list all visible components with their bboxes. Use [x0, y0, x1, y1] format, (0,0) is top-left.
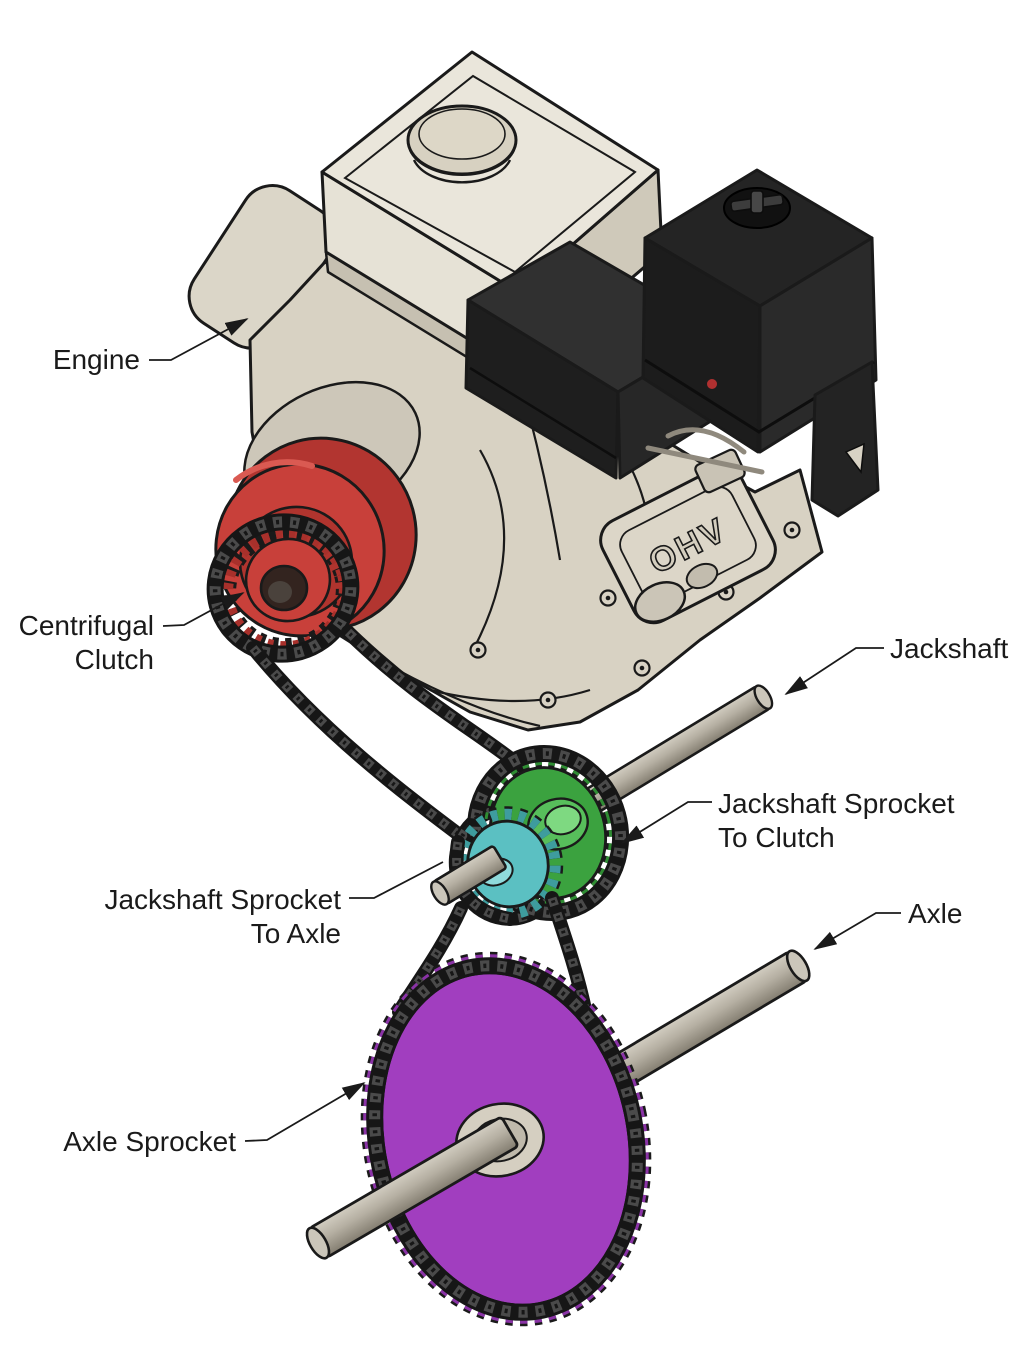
leader-axle-sprocket — [244, 1082, 366, 1142]
exhaust-stub — [633, 581, 687, 623]
label-jackshaft-sprocket-to-clutch-line1: Jackshaft Sprocket — [718, 788, 955, 819]
label-centrifugal-clutch-line2: Clutch — [75, 644, 154, 675]
leader-jackshaft-sprocket-to-axle — [349, 861, 444, 899]
leader-jackshaft-sprocket-to-clutch — [620, 801, 712, 844]
leader-engine — [149, 318, 249, 361]
air-filter-box — [641, 168, 878, 454]
annotations: Engine Centrifugal Clutch Jackshaft Jack… — [19, 318, 1008, 1157]
engine-block-bolts — [469, 521, 801, 709]
wing-nut — [723, 187, 791, 229]
label-axle-sprocket: Axle Sprocket — [63, 1126, 236, 1157]
engine-assembly: OHV — [187, 50, 880, 732]
axle-rod-lower — [305, 1116, 519, 1260]
fuel-valve-dot — [707, 379, 717, 389]
leader-centrifugal-clutch — [162, 592, 245, 627]
label-jackshaft-sprocket-to-axle-line2: To Axle — [251, 918, 341, 949]
label-axle: Axle — [908, 898, 962, 929]
mounting-bracket — [810, 360, 880, 518]
leader-jackshaft — [784, 647, 884, 695]
label-engine: Engine — [53, 344, 140, 375]
label-jackshaft: Jackshaft — [890, 633, 1008, 664]
label-centrifugal-clutch-line1: Centrifugal — [19, 610, 154, 641]
label-jackshaft-sprocket-to-axle-line1: Jackshaft Sprocket — [104, 884, 341, 915]
label-jackshaft-sprocket-to-clutch-line2: To Clutch — [718, 822, 835, 853]
carburetor-linkage — [645, 379, 765, 494]
valve-cover: OHV — [599, 465, 777, 625]
jackshaft-rod-front-stub — [430, 845, 507, 906]
leader-axle — [813, 912, 901, 950]
fuel-cap — [406, 104, 518, 184]
